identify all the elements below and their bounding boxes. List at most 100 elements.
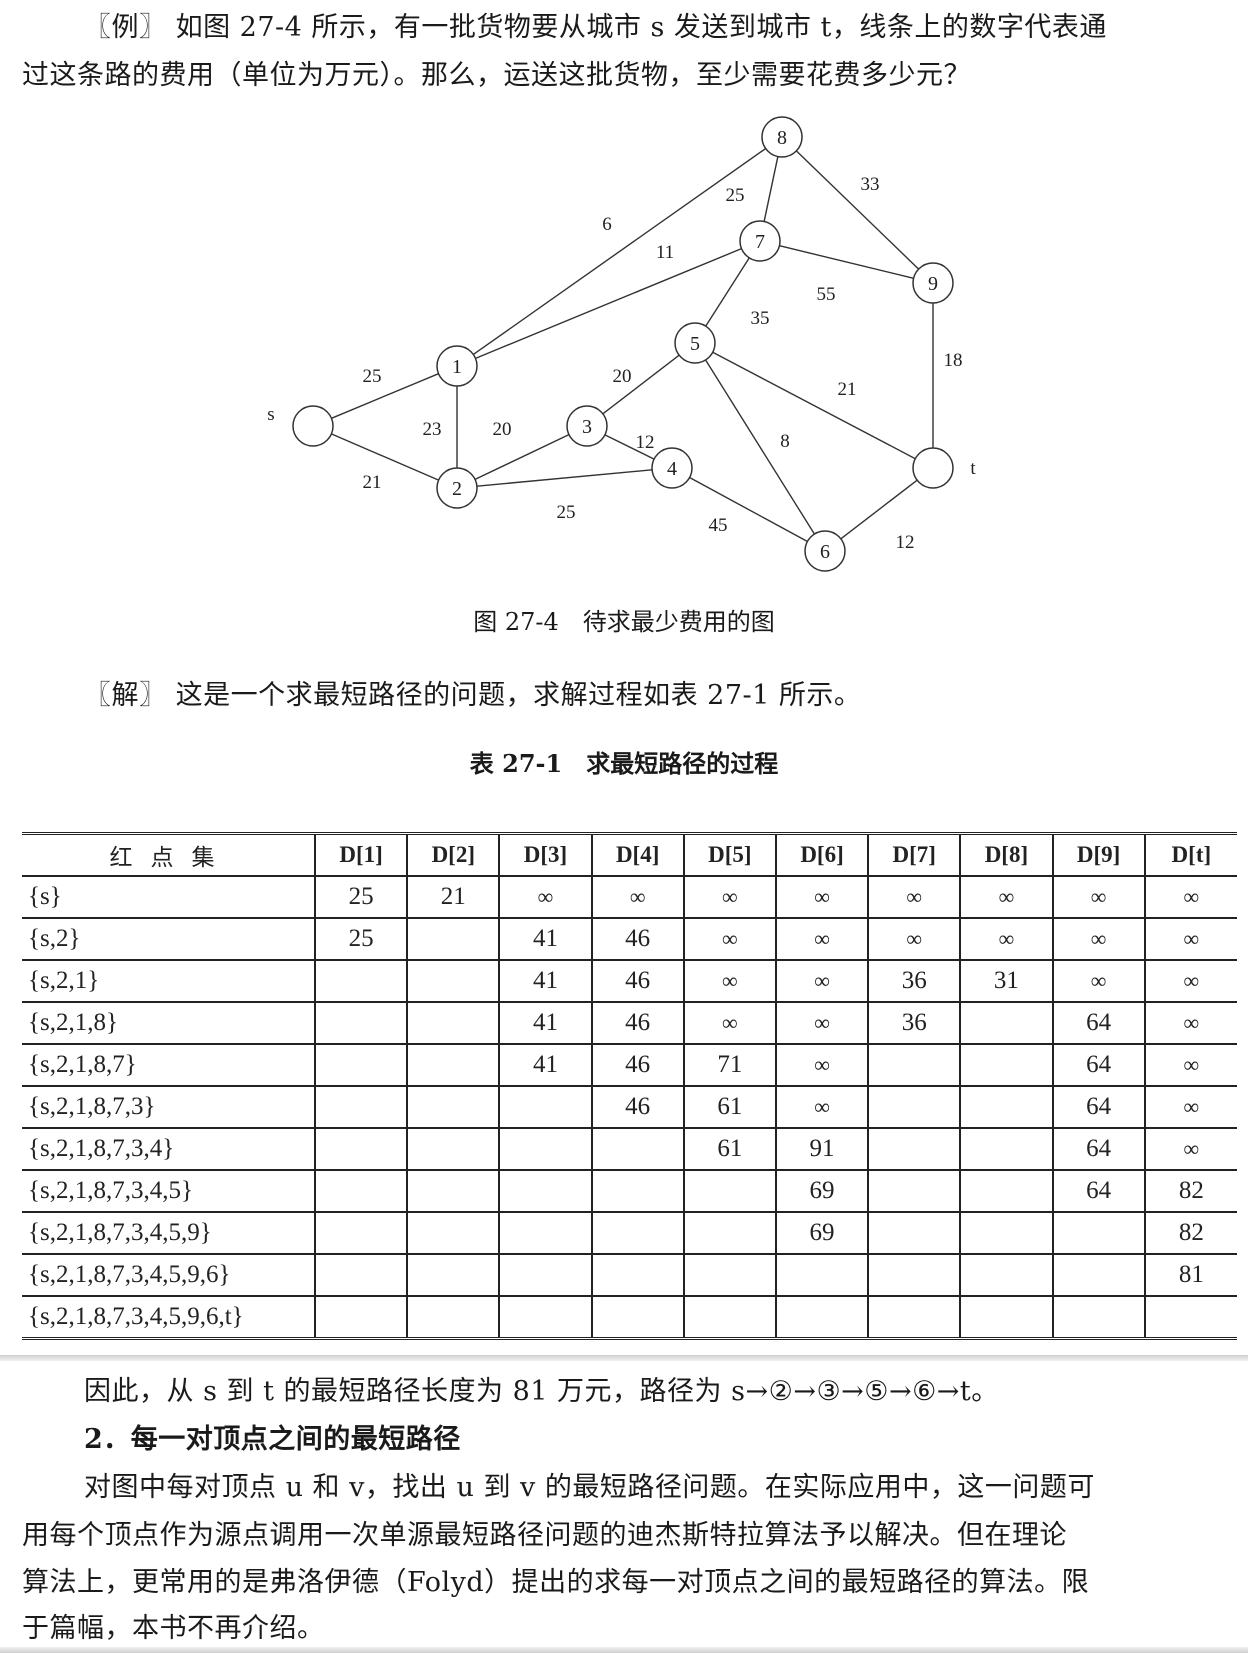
node-circle <box>912 262 954 304</box>
distance-cell <box>867 1169 962 1213</box>
node-label: 4 <box>667 458 677 480</box>
red-point-set-cell: {s,2} <box>22 917 316 961</box>
node-circle <box>804 530 846 572</box>
distance-cell: ∞ <box>774 1085 870 1129</box>
column-header-d6: D[6] <box>774 832 870 877</box>
graph-node-4: 4 <box>651 447 693 489</box>
distance-cell <box>406 1169 501 1213</box>
distance-cell: ∞ <box>959 875 1054 919</box>
distance-cell: 64 <box>1051 1127 1146 1171</box>
distance-cell <box>867 1211 962 1255</box>
red-point-set-cell: {s,2,1,8,7,3,4} <box>22 1127 316 1171</box>
node-label: 2 <box>452 478 462 500</box>
edge-weight-label: 55 <box>817 284 836 305</box>
distance-cell <box>682 1295 777 1340</box>
edge-7-9 <box>779 245 914 279</box>
graph-node-8: 8 <box>761 116 803 158</box>
node-circle <box>912 447 954 489</box>
distance-cell <box>406 917 501 961</box>
distance-cell <box>313 1211 409 1255</box>
distance-cell <box>682 1253 777 1297</box>
node-label: 3 <box>582 416 592 438</box>
distance-cell <box>959 1169 1054 1213</box>
node-circle <box>739 220 781 262</box>
distance-cell: ∞ <box>1051 959 1146 1003</box>
conclusion-line: 因此，从 s 到 t 的最短路径长度为 81 万元，路径为 s→②→③→⑤→⑥→… <box>84 1376 999 1407</box>
distance-cell: ∞ <box>774 1043 870 1087</box>
node-side-label-s: s <box>267 404 274 425</box>
edge-weight-label: 45 <box>709 515 728 536</box>
node-circle <box>566 405 608 447</box>
column-header-d3: D[3] <box>498 832 593 877</box>
edge-3-4 <box>604 434 655 460</box>
page-bottom-edge <box>0 1647 1248 1653</box>
distance-cell <box>406 1295 501 1340</box>
column-header-d2: D[2] <box>406 832 501 877</box>
edge-weight-label: 25 <box>557 502 576 523</box>
red-point-set-cell: {s,2,1,8,7} <box>22 1043 316 1087</box>
graph-node-t: t <box>912 447 976 489</box>
node-label: 6 <box>820 541 830 563</box>
edge-weight-label: 12 <box>896 532 915 553</box>
distance-cell <box>498 1085 593 1129</box>
edge-weight-label: 23 <box>423 419 442 440</box>
distance-cell: ∞ <box>1051 917 1146 961</box>
node-label: 8 <box>777 127 787 149</box>
distance-cell <box>867 1085 962 1129</box>
distance-cell <box>959 1001 1054 1045</box>
edge-2-3 <box>474 433 570 481</box>
edge-weight-label: 20 <box>613 366 632 387</box>
distance-cell: ∞ <box>1143 1085 1237 1129</box>
distance-cell <box>313 1127 409 1171</box>
graph-node-1: 1 <box>436 345 478 387</box>
distance-cell: 46 <box>590 1043 685 1087</box>
distance-cell: 46 <box>590 1085 685 1129</box>
red-point-set-cell: {s,2,1,8,7,3} <box>22 1085 316 1129</box>
distance-cell <box>498 1295 593 1340</box>
section-paragraph-line-2: 用每个顶点作为源点调用一次单源最短路径问题的迪杰斯特拉算法予以解决。但在理论 <box>22 1520 1067 1551</box>
edge-1-7 <box>475 247 742 360</box>
distance-cell: ∞ <box>1143 875 1237 919</box>
graph-node-6: 6 <box>804 530 846 572</box>
edge-weight-label: 21 <box>838 379 857 400</box>
distance-cell: 25 <box>313 917 409 961</box>
node-circle <box>436 467 478 509</box>
distance-cell: ∞ <box>682 959 777 1003</box>
solution-line: 〖解〗 这是一个求最短路径的问题，求解过程如表 27-1 所示。 <box>84 680 862 711</box>
node-circle <box>651 447 693 489</box>
distance-cell: ∞ <box>498 875 593 919</box>
distance-cell <box>498 1253 593 1297</box>
distance-cell: 46 <box>590 917 685 961</box>
distance-cell: 69 <box>774 1211 870 1255</box>
figure-caption: 图 27-4 待求最少费用的图 <box>473 608 775 636</box>
distance-cell: 36 <box>867 1001 962 1045</box>
distance-cell <box>313 1085 409 1129</box>
node-label: 9 <box>928 273 938 295</box>
distance-cell <box>682 1211 777 1255</box>
distance-cell <box>590 1127 685 1171</box>
distance-cell <box>498 1211 593 1255</box>
distance-cell: ∞ <box>1143 1001 1237 1045</box>
edge-weight-label: 25 <box>363 366 382 387</box>
distance-cell <box>959 1253 1054 1297</box>
distance-cell <box>406 1127 501 1171</box>
distance-cell <box>867 1127 962 1171</box>
graph-node-5: 5 <box>674 322 716 364</box>
distance-cell: 64 <box>1051 1001 1146 1045</box>
distance-cell <box>1051 1253 1146 1297</box>
distance-cell <box>867 1253 962 1297</box>
edge-5-7 <box>705 257 750 327</box>
red-point-set-cell: {s,2,1,8} <box>22 1001 316 1045</box>
edge-s-1 <box>331 373 439 419</box>
distance-cell <box>959 1043 1054 1087</box>
distance-cell <box>313 1043 409 1087</box>
